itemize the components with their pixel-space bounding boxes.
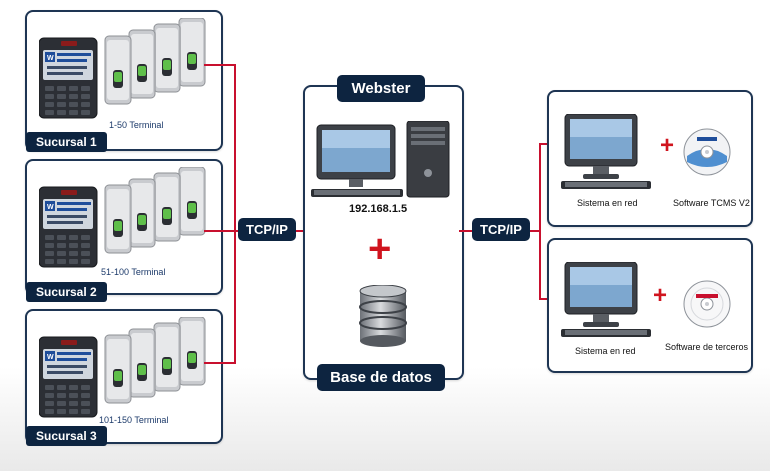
software-caption: Software TCMS V2	[673, 198, 750, 208]
wire-branch-2	[204, 230, 236, 232]
client-plus-icon: +	[653, 282, 668, 309]
wire-right-trunk	[539, 143, 541, 299]
server-box: 192.168.1.5 +	[303, 85, 464, 380]
right-tcpip-label: TCP/IP	[472, 218, 530, 241]
server-plus-icon: +	[368, 227, 392, 271]
database-icon	[359, 285, 407, 347]
client-caption: Sistema en red	[577, 198, 638, 208]
client-caption: Sistema en red	[575, 346, 636, 356]
branch-badge: Sucursal 2	[26, 282, 107, 302]
network-computer-icon	[561, 262, 652, 338]
branch-badge: Sucursal 3	[26, 426, 107, 446]
server-title: Webster	[337, 75, 425, 102]
network-computer-icon	[561, 114, 652, 190]
branch-caption: 101-150 Terminal	[99, 415, 169, 425]
left-tcpip-label: TCP/IP	[238, 218, 296, 241]
branch-box-2: 51-100 Terminal	[25, 159, 223, 295]
branch-box-3: 101-150 Terminal	[25, 309, 223, 444]
terminal-cluster-image	[39, 317, 229, 427]
terminal-cluster-image	[39, 18, 229, 128]
software-caption: Software de terceros	[665, 342, 749, 352]
branch-badge: Sucursal 1	[26, 132, 107, 152]
wire-branch-3	[204, 362, 236, 364]
client-box-2: Sistema en red + Software de terceros	[547, 238, 753, 373]
desktop-computer-icon	[311, 121, 450, 198]
branch-caption: 51-100 Terminal	[101, 267, 166, 277]
wire-branch-1	[204, 64, 236, 66]
database-label: Base de datos	[317, 364, 445, 391]
software-cd-icon	[683, 128, 731, 176]
terminal-cluster-image	[39, 167, 229, 277]
client-plus-icon: +	[660, 132, 675, 159]
branch-box-1: 1-50 Terminal	[25, 10, 223, 151]
server-ip: 192.168.1.5	[349, 203, 408, 215]
software-cd-icon	[683, 280, 731, 328]
branch-caption: 1-50 Terminal	[109, 120, 164, 130]
client-box-1: Sistema en red + Software TCMS V2	[547, 90, 753, 227]
wire-left-trunk	[234, 64, 236, 364]
